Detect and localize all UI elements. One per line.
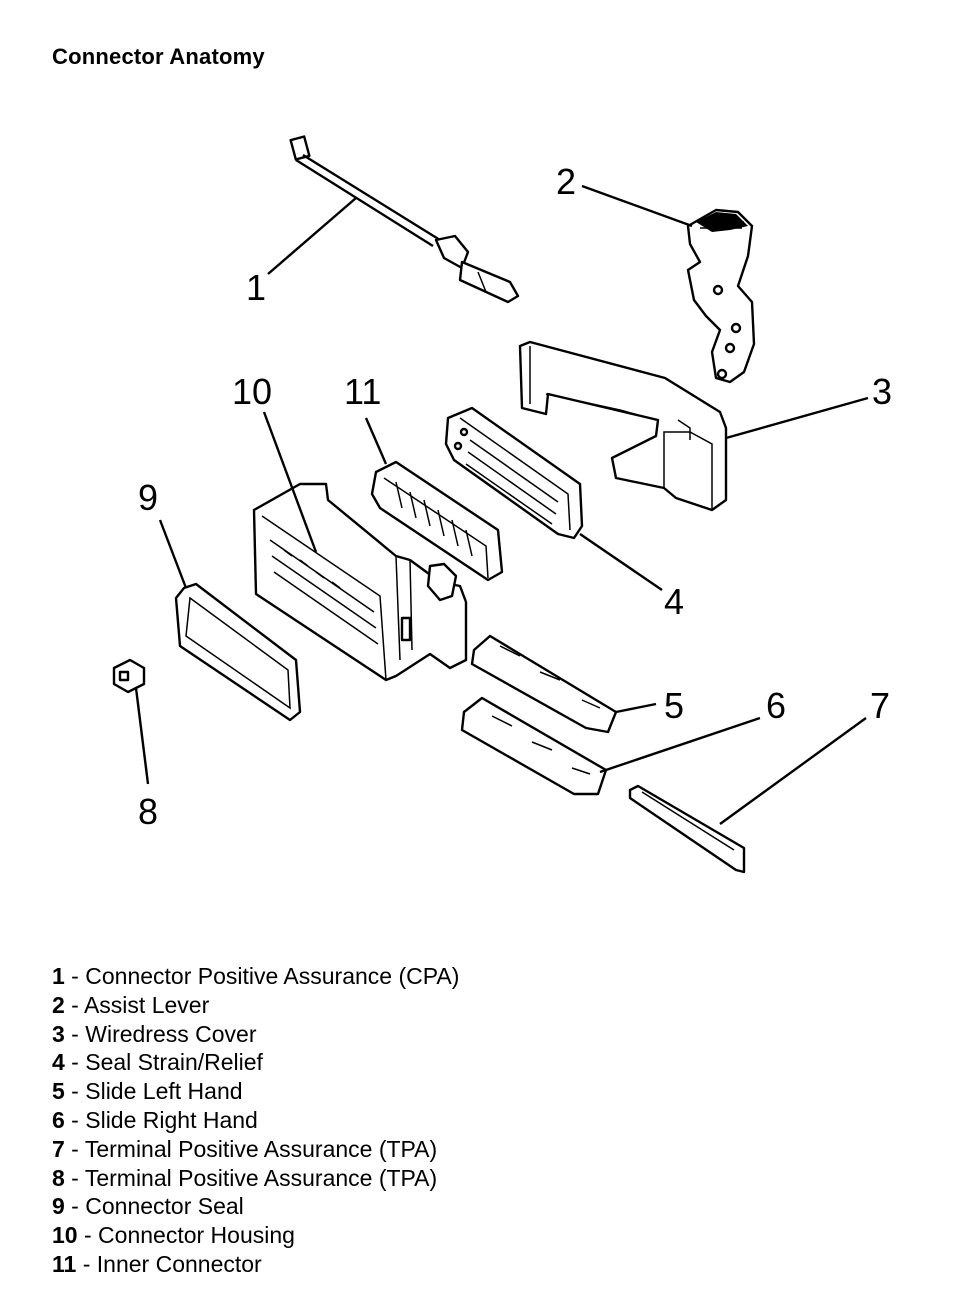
cpa-part [289,135,520,304]
parts-legend: 1 - Connector Positive Assurance (CPA) 2… [52,962,459,1279]
callout-11: 11 [344,371,381,412]
legend-item: 1 - Connector Positive Assurance (CPA) [52,963,460,989]
slide-right-hand-part [460,696,608,796]
legend-item: 2 - Assist Lever [52,991,210,1018]
callout-10: 10 [232,371,272,412]
legend-item: 9 - Connector Seal [52,1193,244,1220]
connector-housing-part [252,482,468,682]
legend-item: 5 - Slide Left Hand [52,1078,243,1105]
callout-7: 7 [870,685,890,726]
legend-item: 11 - Inner Connector [52,1250,262,1277]
tpa-strip-part [628,784,746,874]
callout-3: 3 [872,371,892,412]
diagram-title: Connector Anatomy [52,44,265,69]
legend-item: 8 - Terminal Positive Assurance (TPA) [52,1164,438,1191]
legend-item: 3 - Wiredress Cover [52,1020,257,1047]
tpa-small-part [112,658,146,694]
callout-2: 2 [556,161,576,202]
assist-lever-part [686,208,756,384]
connector-seal-part [174,582,302,722]
leader-lines [134,184,869,825]
inner-connector-part [370,460,504,582]
legend-item: 10 - Connector Housing [52,1222,295,1249]
callout-9: 9 [138,477,158,518]
callout-5: 5 [664,685,684,726]
legend-item: 6 - Slide Right Hand [52,1106,258,1133]
callout-1: 1 [246,267,266,308]
callout-6: 6 [766,685,786,726]
callout-4: 4 [664,581,684,622]
seal-strain-relief-part [444,406,584,540]
callout-8: 8 [138,791,158,832]
slide-left-hand-part [470,634,618,734]
exploded-view-diagram: 1 2 3 4 5 6 7 8 9 10 11 [112,135,892,874]
legend-item: 4 - Seal Strain/Relief [52,1049,263,1076]
wiredress-cover-part [518,340,728,512]
legend-item: 7 - Terminal Positive Assurance (TPA) [52,1135,438,1162]
